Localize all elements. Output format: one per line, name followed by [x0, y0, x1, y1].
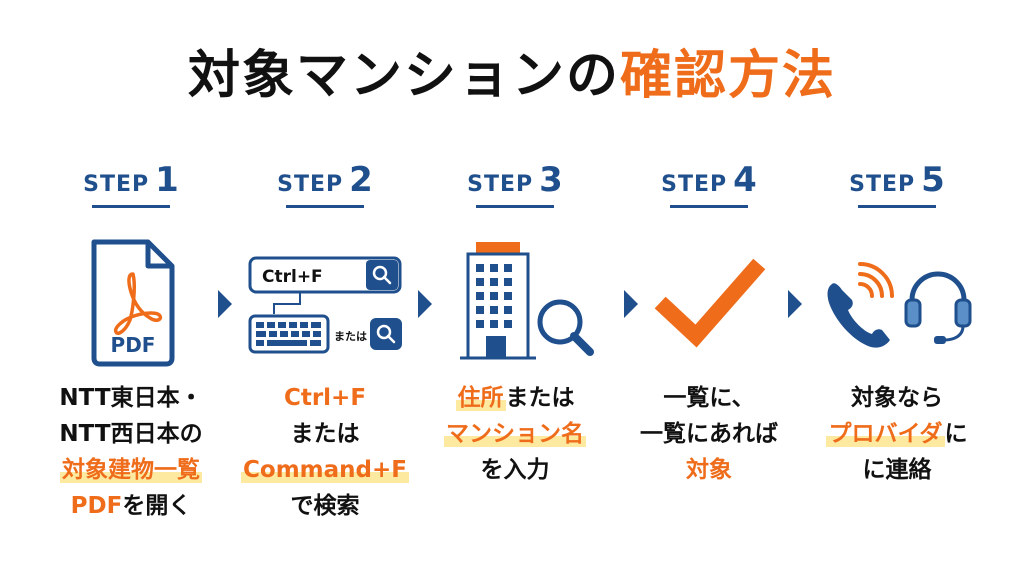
- step-underline: [92, 205, 170, 208]
- step-underline: [858, 205, 936, 208]
- desc-line: で検索: [290, 493, 360, 519]
- desc-highlight: Command+F: [241, 457, 409, 483]
- desc-text: に: [944, 421, 968, 447]
- step-underline: [286, 205, 364, 208]
- step-number: 4: [733, 160, 757, 200]
- desc-line: を入力: [480, 457, 550, 483]
- step-number: 2: [349, 160, 373, 200]
- arrow-right-icon: [624, 290, 638, 318]
- desc-line: プロバイダに: [792, 416, 1002, 452]
- step-word: STEP: [849, 172, 916, 197]
- step-description: Ctrl+F または Command+F で検索: [220, 380, 430, 524]
- desc-line: NTT西日本の: [59, 421, 203, 447]
- step-description: 一覧に、 一覧にあれば 対象: [604, 380, 814, 488]
- phone-headset-icon: [827, 262, 972, 348]
- title-accent: 確認方法: [620, 46, 837, 106]
- arrow-right-icon: [418, 290, 432, 318]
- desc-line: 対象建物一覧: [26, 452, 236, 488]
- title-main: 対象マンションの: [187, 46, 620, 106]
- desc-line: 対象: [686, 457, 732, 483]
- desc-highlight: プロバイダ: [826, 421, 945, 447]
- pdf-label: PDF: [111, 333, 156, 357]
- desc-accent: PDF: [70, 493, 123, 519]
- desc-line: 一覧に、: [663, 385, 755, 411]
- step-word: STEP: [661, 172, 728, 197]
- desc-highlight: 対象建物一覧: [60, 457, 202, 483]
- or-text: または: [334, 330, 367, 343]
- building-search-icon: [460, 242, 594, 360]
- desc-line: マンション名: [410, 416, 620, 452]
- arrow-right-icon: [788, 290, 802, 318]
- desc-line: または: [290, 421, 360, 447]
- search-text: Ctrl+F: [262, 267, 323, 287]
- search-bar-keyboard-icon: Ctrl+F または: [248, 256, 402, 354]
- step-description: 住所または マンション名 を入力: [410, 380, 620, 488]
- step-description: NTT東日本・ NTT西日本の 対象建物一覧 PDFを開く: [26, 380, 236, 524]
- step-word: STEP: [277, 172, 344, 197]
- desc-text: を開く: [122, 493, 192, 519]
- desc-line: に連絡: [862, 457, 932, 483]
- desc-line: PDFを開く: [26, 488, 236, 524]
- step-description: 対象なら プロバイダに に連絡: [792, 380, 1002, 488]
- page-title: 対象マンションの確認方法: [0, 46, 1024, 106]
- step-word: STEP: [467, 172, 534, 197]
- step-underline: [670, 205, 748, 208]
- desc-line: 対象なら: [851, 385, 943, 411]
- step-number: 5: [921, 160, 945, 200]
- checkmark-icon: [654, 258, 766, 348]
- desc-line: NTT東日本・: [59, 385, 203, 411]
- step-underline: [476, 205, 554, 208]
- desc-line: Command+F: [220, 452, 430, 488]
- desc-text: または: [505, 385, 575, 411]
- desc-highlight: 住所: [455, 385, 506, 411]
- desc-line: Ctrl+F: [283, 385, 367, 411]
- step-number: 3: [539, 160, 563, 200]
- desc-line: 住所または: [410, 380, 620, 416]
- desc-line: 一覧にあれば: [640, 421, 778, 447]
- pdf-document-icon: PDF: [91, 239, 175, 367]
- desc-highlight: マンション名: [444, 421, 586, 447]
- arrow-right-icon: [218, 290, 232, 318]
- step-number: 1: [155, 160, 179, 200]
- step-word: STEP: [83, 172, 150, 197]
